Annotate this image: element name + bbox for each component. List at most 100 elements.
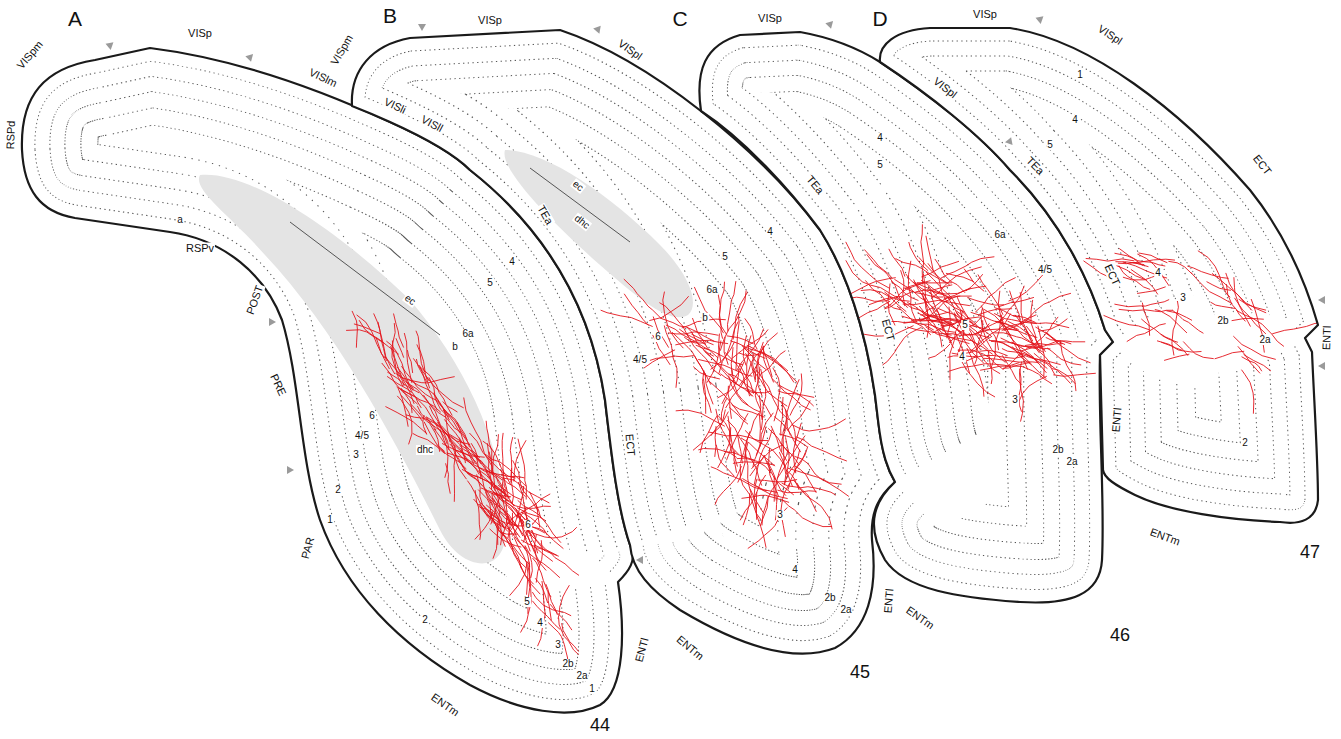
axon-trace [711, 342, 735, 369]
axon-trace [696, 345, 743, 365]
panel-letter: D [871, 8, 888, 29]
axon-trace [745, 431, 785, 467]
axon-trace [946, 273, 973, 281]
axon-trace [493, 435, 499, 491]
layer-label: 3 [352, 450, 360, 460]
layer-label: 4 [958, 352, 966, 362]
area-label: VISpm [15, 38, 46, 72]
structure-label: ec [402, 292, 418, 308]
area-label: VISp [477, 15, 503, 26]
area-label: ENTl [633, 636, 650, 664]
axon-trace [773, 368, 780, 421]
axon-trace [1020, 354, 1055, 375]
axon-trace [1188, 266, 1229, 278]
area-label: TEa [804, 173, 827, 197]
axon-trace [523, 518, 537, 542]
axon-trace [1045, 332, 1090, 363]
axon-trace [944, 286, 986, 298]
area-label: ENTm [428, 691, 461, 719]
axon-trace [759, 396, 760, 446]
layer-label: 4 [766, 227, 774, 237]
sections [22, 16, 1334, 712]
axon-trace [797, 483, 832, 529]
axon-trace [981, 363, 1020, 371]
axon-trace [460, 438, 466, 463]
axon-trace [664, 326, 677, 388]
boundary-marker [269, 318, 276, 326]
panel-letter: A [67, 8, 83, 29]
area-label: ECT [1102, 262, 1122, 288]
axon-trace [1120, 249, 1165, 266]
area-label: VISpm [328, 32, 355, 68]
axon-trace [750, 456, 764, 476]
axon-trace [1047, 333, 1065, 345]
axon-trace [721, 374, 757, 393]
axon-trace [704, 350, 736, 383]
axon-trace [518, 501, 561, 543]
axon-trace [550, 605, 571, 630]
axon-trace [719, 282, 726, 334]
axon-trace [728, 282, 736, 331]
layer-boundary [880, 28, 1318, 523]
axon-trace [1138, 287, 1166, 294]
axon-trace [728, 416, 732, 452]
structure-label: ec [570, 178, 586, 194]
area-label: VISp [187, 28, 213, 39]
axon-trace [727, 336, 753, 344]
axon-trace [935, 259, 965, 292]
axon-trace [756, 475, 765, 508]
axon-trace [783, 500, 832, 526]
axon-trace [695, 356, 711, 384]
layer-label: 6 [654, 332, 662, 342]
layer-label: a [176, 215, 184, 225]
axon-trace [794, 465, 816, 492]
axon-trace [376, 338, 384, 358]
axon-trace [704, 379, 706, 413]
axon-trace [426, 377, 463, 408]
axon-trace [977, 329, 1028, 335]
area-label: VISpl [1095, 23, 1125, 48]
axon-trace [1117, 266, 1147, 280]
axon-trace [386, 407, 427, 434]
axon-trace [1169, 261, 1192, 273]
axon-trace [1211, 302, 1235, 308]
layer-label: 4/5 [1037, 265, 1053, 275]
axon-trace [467, 473, 504, 511]
layer-mask [880, 28, 1318, 523]
axon-trace [777, 436, 805, 478]
area-label: POST [244, 283, 265, 317]
layer-boundary [880, 28, 1318, 523]
axon-trace [1198, 251, 1230, 297]
section-inner [880, 28, 1334, 523]
layer-label: 3 [554, 640, 562, 650]
axon-trace [773, 477, 775, 501]
layer-label: 4 [876, 133, 884, 143]
layer-label: b [701, 313, 709, 323]
layer-label: 4 [1071, 115, 1079, 125]
layer-mask [880, 28, 1318, 523]
axon-trace [493, 519, 500, 558]
axon-trace [1036, 327, 1057, 343]
axon-trace [1047, 348, 1080, 365]
axon-traces [1084, 249, 1335, 414]
axon-trace [747, 390, 770, 393]
layer-label: 6a [705, 285, 718, 295]
layer-label: 5 [486, 278, 494, 288]
layer-label: 3 [776, 510, 784, 520]
layer-label: 5 [961, 320, 969, 330]
axon-trace [700, 416, 717, 453]
axon-trace [781, 397, 783, 435]
axon-traces [844, 225, 1096, 422]
axon-trace [446, 464, 451, 494]
area-label: VISpl [615, 37, 644, 62]
axon-trace [487, 444, 491, 490]
area-label: RSPd [5, 119, 17, 150]
axon-trace [357, 315, 389, 369]
axon-trace [676, 410, 724, 426]
axon-trace [1127, 324, 1165, 342]
section-number: 45 [849, 663, 871, 681]
axon-trace [693, 410, 725, 450]
layer-mask [880, 28, 1318, 523]
axon-trace [727, 414, 748, 460]
axon-trace [1119, 266, 1150, 289]
